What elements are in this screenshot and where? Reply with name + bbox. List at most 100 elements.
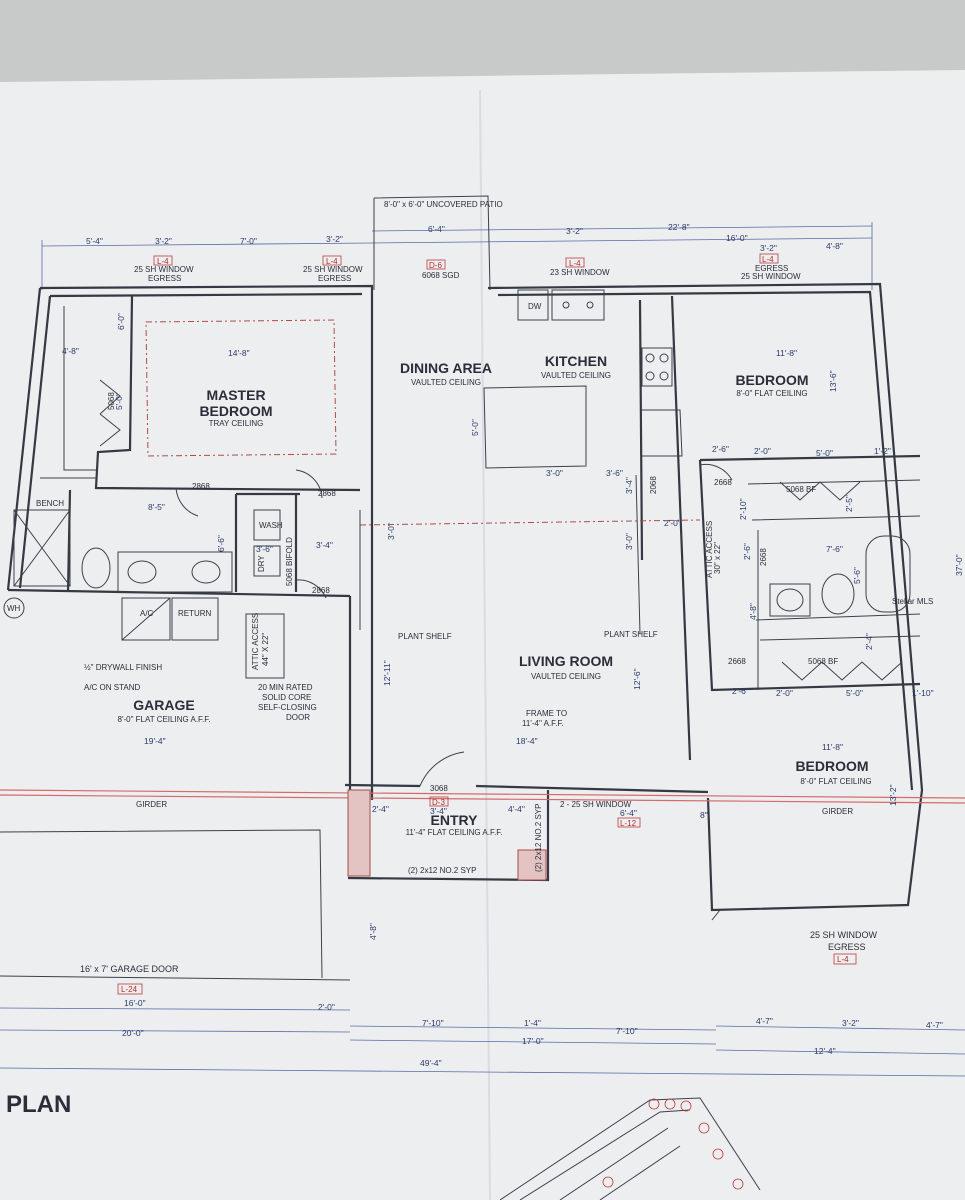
front-window-label: 2 - 25 SH WINDOW: [560, 800, 632, 809]
tray-ceiling-outline: [145, 319, 337, 457]
dim-m-148: 14'-8": [228, 348, 250, 358]
dim-bottom-7: 17'-0": [522, 1036, 544, 1046]
dishwasher-label: DW: [528, 302, 542, 311]
garage-name: GARAGE: [133, 697, 194, 713]
dim-ba-36: 3'-6": [256, 544, 273, 554]
dim-b-12: 1'-2": [874, 446, 891, 456]
dim-top-4: 3'-2": [326, 234, 343, 244]
dim-bottom-3: 20'-0": [122, 1028, 144, 1038]
dim-e-24: 2'-4": [372, 804, 389, 814]
rated-door-note-3: SELF-CLOSING: [258, 703, 317, 712]
plant-shelf-edges: [359, 474, 641, 635]
dishwasher: [517, 289, 549, 321]
ac-label: A/C: [140, 609, 154, 618]
exterior-walls: [0, 282, 924, 981]
dim-b-26: 2'-6": [712, 444, 729, 454]
door-2868-a: 2868: [192, 482, 210, 491]
master-bedroom-name-2: BEDROOM: [199, 403, 272, 419]
dim-bottom-6: 7'-10": [616, 1026, 638, 1036]
entry-column-right: [517, 849, 547, 881]
dim-l-30: 3'-0": [624, 533, 634, 550]
dim-b-210: 2'-10": [738, 498, 748, 520]
attic-bedroom-2: 30" x 22": [713, 542, 722, 574]
garage-equipment: [3, 597, 285, 679]
sliding-glass-door-label: 6068 SGD: [422, 271, 460, 280]
ac-stand-note: A/C ON STAND: [84, 683, 141, 692]
ac-unit: [121, 597, 171, 641]
tag-box-6: [429, 796, 449, 807]
dim-bottom-9: 3'-2": [842, 1018, 859, 1028]
sink-left: [127, 560, 157, 584]
dim-top-8: 16'-0": [726, 233, 748, 243]
roof-detail-fragment: [499, 1097, 761, 1200]
rear-window-tag: L-4: [837, 955, 849, 964]
dining-area-name: DINING AREA: [400, 360, 492, 376]
dim-ba-30: 3'-0": [386, 523, 396, 540]
garage-door-tag: L-24: [121, 985, 138, 994]
dim-b2-132: 13'-2": [888, 784, 898, 806]
vault-ridge-line: [359, 519, 701, 526]
door-2868-c: 2868: [312, 586, 330, 595]
girder-line: [0, 789, 965, 804]
mls-watermark: Stellar MLS: [892, 597, 933, 606]
plan-title: PLAN: [6, 1091, 71, 1118]
dim-top-5: 6'-4": [428, 224, 445, 234]
laundry: [253, 509, 281, 577]
dim-k-34: 3'-4": [624, 477, 634, 494]
window-2-label: 25 SH WINDOW: [303, 265, 363, 274]
living-room-ceiling: VAULTED CEILING: [531, 672, 601, 681]
dim-k-20: 2'-0": [664, 518, 681, 528]
patio-label: 8'-0" x 6'-0" UNCOVERED PATIO: [384, 200, 503, 209]
rear-window-label: 25 SH WINDOW: [810, 930, 878, 940]
window-1-egress: EGRESS: [148, 274, 181, 283]
drywall-finish-note: ½" DRYWALL FINISH: [84, 663, 162, 672]
bottom-dimension-lines: [0, 1007, 965, 1077]
attic-access-garage: [245, 613, 285, 679]
dim-ba-85: 8'-5": [148, 502, 165, 512]
tag-box-3: [426, 259, 446, 270]
rear-window-egress: EGRESS: [828, 942, 866, 952]
dim-bottom-8: 4'-7": [756, 1016, 773, 1026]
dim-b-25: 2'-5": [844, 495, 854, 512]
window-tag-1: L-4: [157, 257, 169, 266]
bifold-label-1: 5068 BF: [786, 485, 816, 494]
girder-label-right: GIRDER: [822, 807, 853, 816]
dim-b-48: 4'-8": [748, 603, 758, 620]
living-room-name: LIVING ROOM: [519, 653, 613, 669]
dim-e-34: 3'-4": [430, 806, 447, 816]
dim-b-118: 11'-8": [776, 348, 797, 358]
dim-top-9: 3'-2": [760, 243, 777, 253]
master-bedroom-name-1: MASTER: [206, 387, 265, 403]
bathtub: [865, 535, 911, 613]
toilet-bath2: [821, 573, 855, 615]
washer: [253, 509, 281, 541]
dim-v-48: 4'-8": [368, 923, 378, 940]
dim-e-8: 8": [700, 810, 708, 820]
return-label: RETURN: [178, 609, 212, 618]
dim-b2-118: 11'-8": [822, 742, 843, 752]
dim-l-1211: 12'-11": [382, 660, 392, 686]
kitchen-island: [483, 385, 587, 469]
bathroom-fixtures: [13, 509, 911, 617]
window-tag-4: L-4: [762, 255, 774, 264]
dim-bottom-12: 49'-4": [420, 1058, 442, 1068]
shower-stall: [13, 509, 71, 587]
door-2668-a: 2668: [714, 478, 732, 487]
plant-shelf-right: PLANT SHELF: [604, 630, 658, 639]
tag-box-4: [565, 257, 585, 268]
dryer-label: DRY: [257, 555, 266, 572]
dim-bottom-1: 16'-0": [124, 998, 146, 1008]
dim-m-6: 6'-0": [116, 313, 126, 330]
plant-shelf-left: PLANT SHELF: [398, 632, 452, 641]
bedroom-b-ceiling: 8'-0" FLAT CEILING: [800, 777, 871, 786]
garage-door-label: 16' x 7' GARAGE DOOR: [80, 964, 179, 974]
dim-g-194: 19'-4": [144, 736, 166, 746]
door-tag-d6: D-6: [429, 261, 442, 270]
tag-box-9: [833, 953, 857, 965]
window-2-egress: EGRESS: [318, 274, 351, 283]
door-2668-c: 2668: [728, 657, 746, 666]
kitchen-sink: [551, 289, 605, 321]
dim-top-7: 22'-8": [668, 222, 690, 232]
door-2668-b: 2668: [759, 548, 768, 566]
